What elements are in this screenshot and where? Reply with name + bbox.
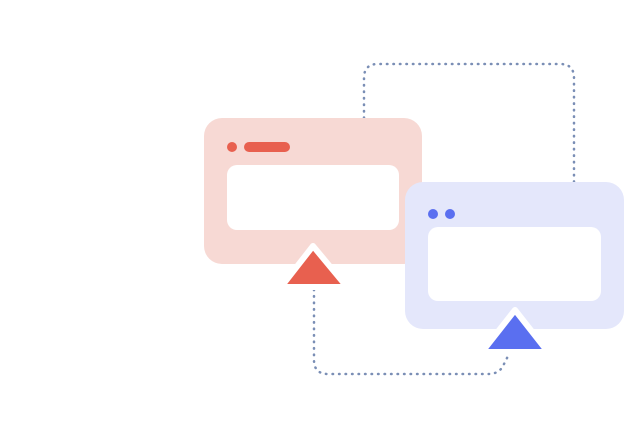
window-blue-content-panel (428, 227, 601, 301)
triangle-up-icon (278, 243, 350, 290)
window-blue-dot (445, 209, 455, 219)
dotted-connector-top (362, 62, 576, 184)
window-red (204, 118, 422, 264)
window-blue-dot (428, 209, 438, 219)
triangle-up-icon (479, 307, 551, 355)
window-red-dot (227, 142, 237, 152)
window-red-title-bar (244, 142, 290, 152)
window-blue (405, 182, 624, 329)
window-red-content-panel (227, 165, 399, 230)
